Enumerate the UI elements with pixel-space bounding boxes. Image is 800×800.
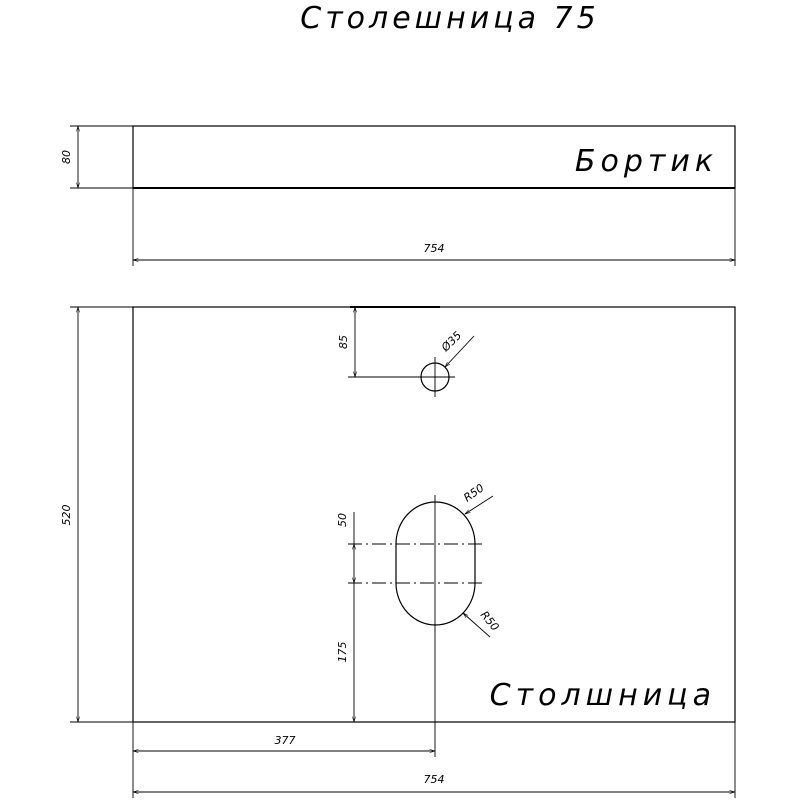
center-offset-dim: 377 (275, 734, 296, 747)
countertop-view: Столшница 520 85 Ø35 50 175 R50 R5 (60, 306, 736, 798)
bortik-label: Бортик (575, 144, 718, 179)
sink-slot (395, 501, 476, 626)
slot-top-radius-label: R50 (461, 481, 486, 504)
countertop-height-dim: 520 (60, 505, 73, 526)
faucet-diameter-leader (445, 335, 475, 367)
bortik-view: Бортик 80 754 (60, 126, 735, 266)
countertop-label: Столшница (490, 678, 716, 713)
slot-straight-dim: 50 (336, 513, 349, 527)
countertop-width-dim: 754 (424, 773, 445, 786)
slot-top-radius-leader (465, 495, 494, 514)
faucet-offset-dim: 85 (337, 335, 350, 349)
slot-bottom-radius-leader (463, 613, 491, 638)
drawing-title: Столешница 75 (300, 1, 600, 36)
slot-bottom-offset-dim: 175 (336, 642, 349, 663)
bortik-height-dim: 80 (60, 150, 73, 164)
bortik-width-dim: 754 (424, 242, 445, 255)
countertop-outline (132, 306, 736, 723)
